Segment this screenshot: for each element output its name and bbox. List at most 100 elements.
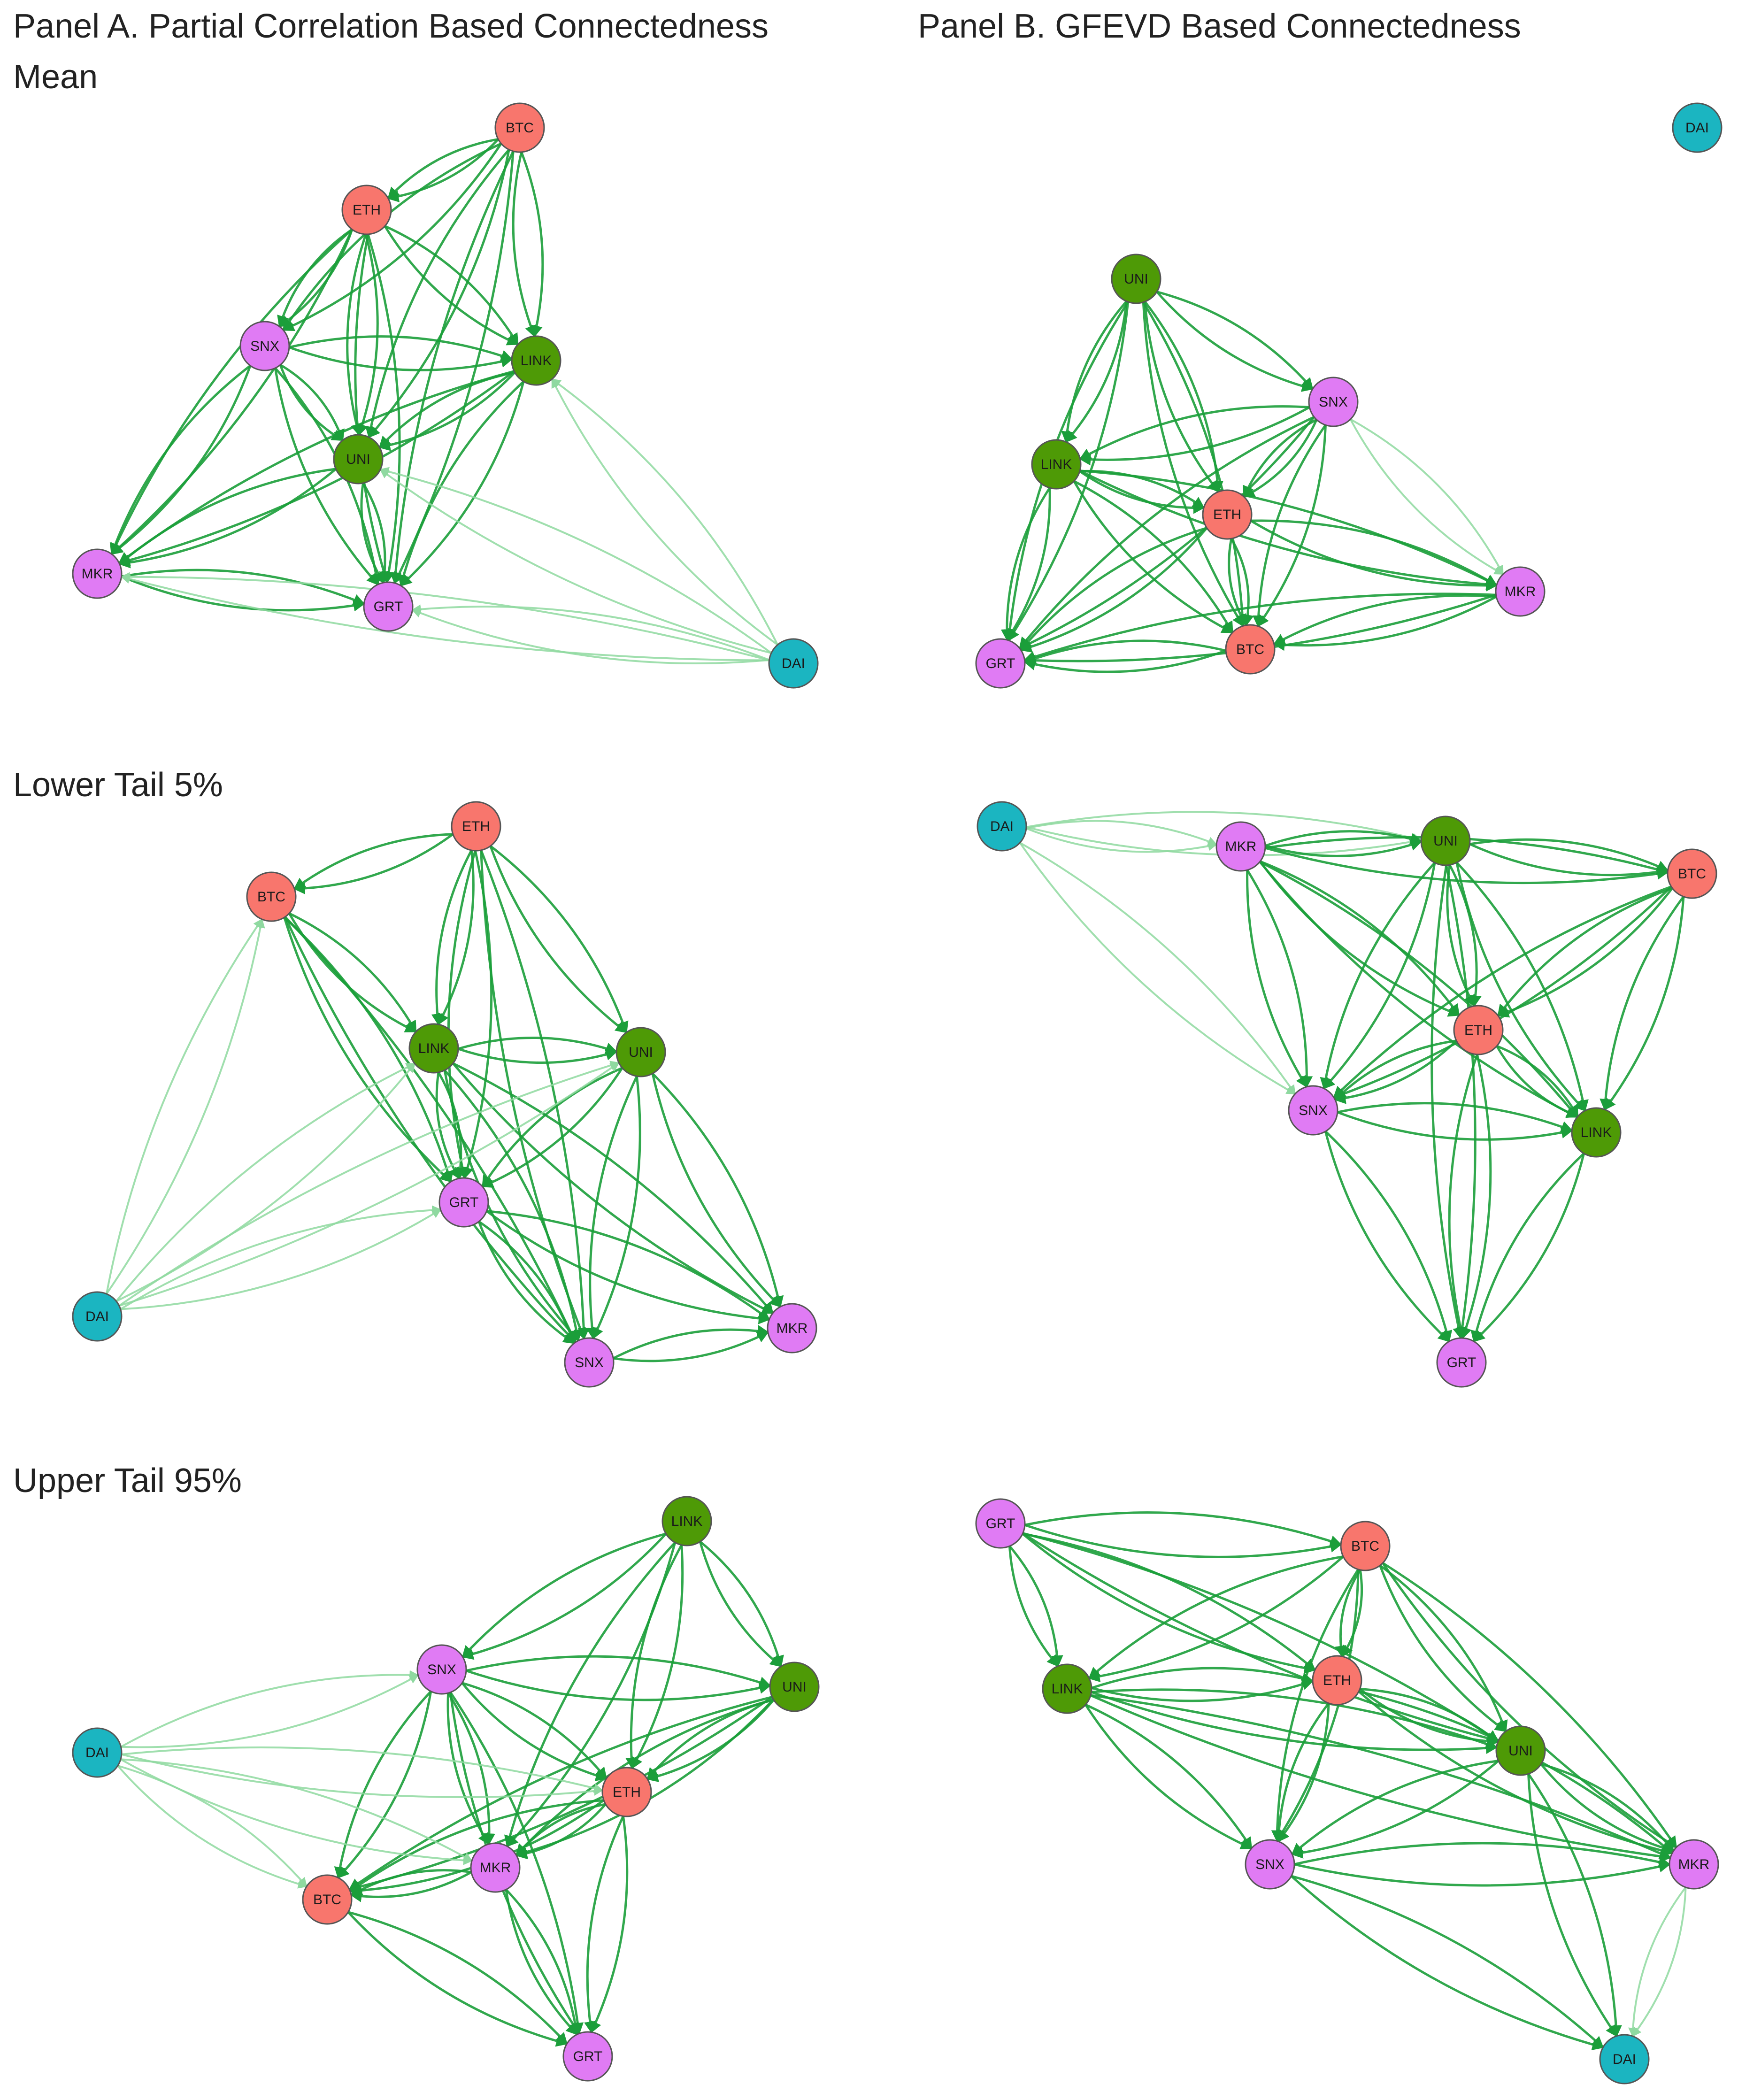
edge-A-lower-DAI-GRT-0 [120,1208,442,1310]
node-B-mean-DAI: DAI [1672,102,1723,153]
edge-A-lower-DAI-UNI-0 [119,1062,620,1307]
edge-A-mean-SNX-LINK-0 [289,346,513,371]
node-label-B-lower-SNX: SNX [1299,1103,1328,1118]
edge-B-upper-SNX-MKR-1 [1294,1842,1671,1868]
node-A-lower-SNX: SNX [564,1337,615,1388]
node-label-A-mean-BTC: BTC [506,120,534,136]
node-A-lower-LINK: LINK [408,1023,459,1074]
node-label-A-upper-BTC: BTC [313,1892,341,1908]
edge-A-lower-UNI-GRT-0 [481,1067,623,1188]
edge-B-upper-UNI-MKR-1 [1540,1763,1675,1852]
edge-A-mean-DAI-LINK-0 [551,378,779,646]
edge-A-mean-ETH-UNI-0 [346,234,367,436]
edge-A-lower-ETH-LINK-0 [431,849,473,1026]
edge-A-upper-LINK-UNI-1 [699,1540,784,1668]
edge-B-upper-BTC-MKR-1 [1382,1562,1677,1848]
edge-A-lower-DAI-LINK-0 [115,1062,415,1302]
edge-B-mean-SNX-LINK-0 [1079,405,1310,460]
edge-A-upper-DAI-MKR-1 [120,1758,473,1862]
edge-B-mean-MKR-BTC-0 [1273,594,1497,646]
node-label-B-lower-GRT: GRT [1447,1355,1477,1370]
node-B-mean-SNX: SNX [1308,377,1359,427]
edge-B-mean-SNX-ETH-1 [1243,419,1318,498]
node-circle-B-upper-BTC [1340,1521,1391,1571]
edge-B-lower-ETH-LINK-0 [1496,1045,1579,1118]
node-circle-A-mean-LINK [511,335,561,386]
edge-B-mean-LINK-MKR-1 [1079,469,1498,586]
edge-A-upper-DAI-SNX-1 [120,1670,419,1748]
edge-B-upper-BTC-MKR-0 [1382,1562,1677,1848]
edge-B-lower-BTC-ETH-0 [1497,887,1673,1017]
nodes-layer: BTC ETH SNX LINK UNI MKR GRT DAI DAI UNI SNX LINK ET… [72,102,1723,2085]
edge-A-lower-UNI-MKR-1 [652,1072,784,1308]
edge-B-upper-SNX-MKR-0 [1294,1861,1671,1887]
edge-A-upper-SNX-GRT-1 [449,1692,584,2035]
edge-B-upper-GRT-ETH-1 [1022,1532,1316,1671]
edge-B-upper-ETH-UNI-0 [1359,1688,1499,1747]
node-circle-B-upper-DAI [1599,2034,1650,2085]
edge-B-lower-MKR-SNX-1 [1246,869,1313,1088]
edge-B-upper-ETH-SNX-0 [1273,1702,1330,1843]
edge-A-upper-SNX-BTC-0 [334,1690,432,1879]
node-label-A-lower-BTC: BTC [257,889,285,905]
edge-A-mean-ETH-UNI-1 [357,234,379,436]
edge-A-mean-BTC-LINK-1 [520,151,544,338]
edge-A-upper-UNI-MKR-0 [515,1698,774,1856]
node-label-A-upper-ETH: ETH [613,1785,641,1800]
edge-A-mean-BTC-LINK-0 [512,152,536,338]
node-circle-A-lower-BTC [246,871,297,922]
node-label-A-lower-UNI: UNI [629,1045,653,1060]
edge-B-mean-SNX-ETH-0 [1243,418,1317,498]
edge-A-upper-MKR-BTC-1 [350,1871,472,1902]
node-label-A-lower-MKR: MKR [777,1321,808,1336]
node-circle-A-lower-SNX [564,1337,615,1388]
node-circle-A-mean-SNX [239,321,290,371]
node-label-A-upper-UNI: UNI [782,1679,807,1695]
node-label-A-upper-LINK: LINK [671,1514,703,1529]
node-circle-A-upper-MKR [470,1842,521,1893]
edge-B-upper-LINK-MKR-1 [1090,1694,1672,1859]
edge-A-lower-GRT-SNX-0 [477,1221,576,1345]
edge-B-upper-LINK-MKR-0 [1090,1694,1672,1862]
edge-B-upper-UNI-SNX-0 [1291,1759,1499,1855]
edge-A-upper-UNI-ETH-1 [646,1699,775,1782]
edge-A-upper-ETH-BTC-0 [349,1799,604,1892]
edge-A-mean-BTC-GRT-0 [390,151,515,585]
edge-B-mean-ETH-GRT-0 [1020,527,1207,651]
node-label-B-mean-LINK: LINK [1041,457,1072,472]
edge-B-upper-LINK-SNX-1 [1085,1703,1253,1850]
node-A-mean-GRT: GRT [363,581,414,632]
edge-B-lower-UNI-GRT-1 [1445,865,1477,1339]
edge-B-upper-GRT-LINK-0 [1008,1546,1059,1667]
node-label-A-lower-GRT: GRT [449,1195,479,1210]
node-circle-A-lower-LINK [408,1023,459,1074]
edge-B-mean-UNI-LINK-1 [1065,301,1128,443]
edge-B-upper-LINK-ETH-0 [1091,1678,1314,1702]
node-A-upper-DAI: DAI [72,1727,123,1778]
node-label-B-upper-DAI: DAI [1613,2052,1636,2067]
edge-B-mean-SNX-BTC-1 [1257,425,1327,627]
node-circle-A-upper-UNI [769,1662,820,1712]
edge-A-upper-UNI-BTC-0 [348,1696,773,1891]
node-circle-B-upper-LINK [1042,1663,1092,1714]
node-A-lower-BTC: BTC [246,871,297,922]
edge-A-mean-DAI-UNI-1 [379,469,772,654]
edge-A-mean-BTC-ETH-1 [387,138,499,202]
edge-B-mean-MKR-BTC-1 [1273,595,1497,651]
edge-B-mean-UNI-SNX-1 [1156,291,1314,390]
edge-A-lower-DAI-BTC-0 [106,918,265,1295]
edge-A-lower-LINK-UNI-1 [458,1036,618,1054]
edge-A-mean-MKR-GRT-1 [121,569,365,606]
node-label-B-upper-MKR: MKR [1678,1857,1710,1872]
edge-A-upper-LINK-MKR-0 [504,1541,676,1847]
node-circle-A-upper-SNX [416,1644,467,1695]
node-label-B-mean-DAI: DAI [1685,120,1709,136]
node-circle-B-lower-BTC [1667,848,1717,899]
node-A-mean-LINK: LINK [511,335,561,386]
edge-B-lower-DAI-MKR-0 [1026,827,1218,853]
edge-B-mean-UNI-BTC-0 [1142,302,1244,627]
node-B-upper-ETH: ETH [1312,1655,1362,1706]
node-circle-A-upper-LINK [661,1496,712,1546]
node-B-lower-LINK: LINK [1571,1107,1622,1158]
edge-B-lower-BTC-LINK-0 [1600,896,1684,1111]
